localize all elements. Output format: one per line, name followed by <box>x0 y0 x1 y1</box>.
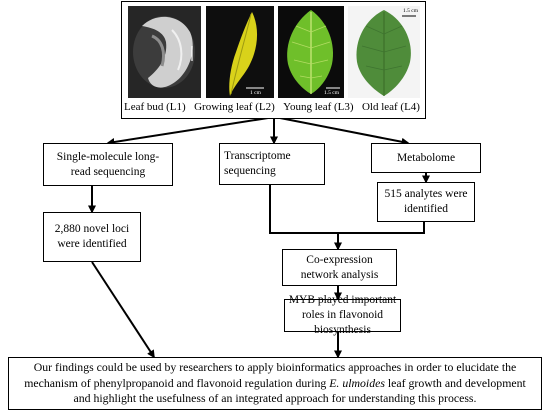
stage-label-l1: Leaf bud (L1) <box>124 101 186 113</box>
coexpression-text: Co-expression network analysis <box>300 253 379 281</box>
growing-leaf-image: 1 cm <box>206 6 274 98</box>
transcriptome-text: Transcriptome sequencing <box>224 150 291 177</box>
leaf-bud-image <box>128 6 201 98</box>
leaf-bud-illustration <box>128 6 201 98</box>
stage-label-l4: Old leaf (L4) <box>361 101 420 113</box>
arrow-loci-to-findings <box>91 261 155 359</box>
transcriptome-box: Transcriptome sequencing <box>219 143 325 185</box>
findings-box: Our findings could be used by researcher… <box>8 357 542 410</box>
analytes-box: 515 analytes were identified <box>377 182 475 222</box>
stage-label-l2: Growing leaf (L2) <box>194 101 275 113</box>
arrow-to-metabolome <box>279 117 410 146</box>
scale-bar-label-l4: 1.5 cm <box>403 8 418 14</box>
young-leaf-illustration <box>278 6 344 98</box>
stage-caption-row: Leaf bud (L1) Growing leaf (L2) Young le… <box>124 101 420 117</box>
metabolome-box: Metabolome <box>371 143 481 173</box>
metabolome-text: Metabolome <box>396 151 456 164</box>
analytes-to-coexpression-line <box>338 222 425 234</box>
young-leaf-image: 1.5 cm <box>278 6 344 98</box>
novel-loci-box: 2,880 novel loci were identified <box>43 212 141 262</box>
stage-label-l3: Young leaf (L3) <box>283 101 354 113</box>
analytes-text: 515 analytes were identified <box>384 188 468 215</box>
coexpression-box: Co-expression network analysis <box>282 249 397 286</box>
findings-text: Our findings could be used by researcher… <box>19 360 531 407</box>
old-leaf-image: 1.5 cm <box>348 6 420 98</box>
single-molecule-box: Single-molecule long-read sequencing <box>43 143 173 186</box>
single-molecule-text: Single-molecule long-read sequencing <box>56 150 160 178</box>
growing-leaf-illustration <box>206 6 274 98</box>
findings-text-part1: Our findings could be used by researcher… <box>24 359 517 390</box>
findings-text-part2: leaf growth and development and highligh… <box>73 375 526 406</box>
myb-box: MYB played important roles in flavonoid … <box>284 294 401 336</box>
transcriptome-to-coexpression-line <box>269 185 338 234</box>
scale-bar-label-l3: 1.5 cm <box>324 90 339 96</box>
old-leaf-illustration <box>348 6 420 98</box>
arrow-to-single-molecule <box>106 117 269 146</box>
novel-loci-text: 2,880 novel loci were identified <box>54 223 130 250</box>
findings-species-name: E. ulmoides <box>329 375 385 390</box>
scale-bar-label-l2: 1 cm <box>250 90 261 96</box>
myb-text: MYB played important roles in flavonoid … <box>288 294 397 336</box>
